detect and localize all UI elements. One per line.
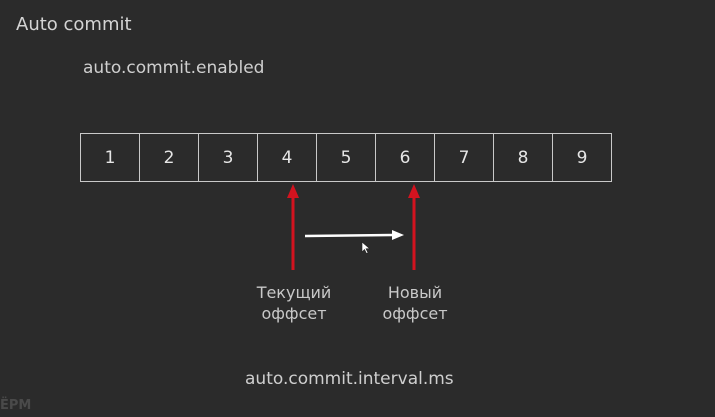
offset-cells: 1 2 3 4 5 6 7 8 9	[80, 133, 612, 182]
offset-move-arrowhead	[392, 230, 404, 240]
slide-title: Auto commit	[16, 14, 132, 35]
watermark-logo: ЁPM	[0, 398, 32, 413]
new-offset-label-line1: Новый	[387, 283, 443, 302]
new-offset-label-line2: оффсет	[382, 304, 448, 323]
current-offset-label-line2: оффсет	[261, 304, 327, 323]
offset-cell-9: 9	[552, 133, 612, 182]
config-interval-label: auto.commit.interval.ms	[245, 369, 454, 389]
new-offset-label: Новый оффсет	[370, 282, 460, 324]
mouse-cursor-icon	[361, 241, 371, 254]
current-offset-label: Текущий оффсет	[248, 282, 340, 324]
current-offset-label-line1: Текущий	[256, 283, 332, 302]
new-offset-arrowhead	[408, 184, 420, 198]
current-offset-arrowhead	[287, 184, 299, 198]
config-enabled-label: auto.commit.enabled	[83, 58, 265, 78]
offset-move-arrow	[304, 233, 394, 238]
